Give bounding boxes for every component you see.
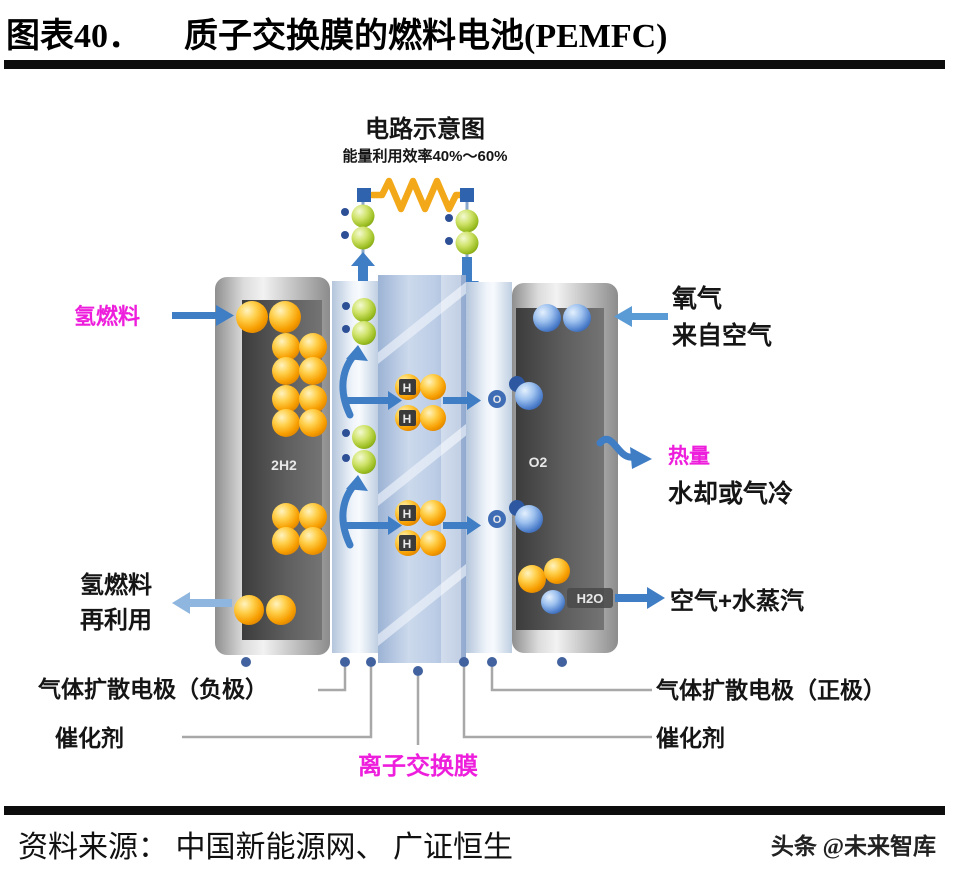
water-molecule: H2O bbox=[518, 558, 613, 614]
circuit-subtitle: 能量利用效率40%～60% bbox=[342, 147, 507, 165]
catalyst-right-label: 催化剂 bbox=[656, 725, 725, 751]
cathode-gas-strip bbox=[466, 282, 512, 653]
electron-up-curve-head-1 bbox=[346, 345, 368, 361]
oxygen-atom-1 bbox=[509, 376, 543, 410]
oxygen-label-line1: 氧气 bbox=[671, 284, 722, 313]
proton-row-4: H bbox=[395, 530, 446, 556]
cathode-gde-label: 气体扩散电极（正极） bbox=[655, 677, 886, 703]
o-ion-marker-2: O bbox=[488, 510, 506, 528]
proton-arrow-group-1 bbox=[345, 391, 481, 410]
hydrogen-reuse-label-line2: 再利用 bbox=[80, 607, 152, 634]
figure-title: 质子交换膜的燃料电池(PEMFC) bbox=[184, 18, 668, 55]
hydrogen-molecule-cluster-1 bbox=[272, 333, 327, 385]
anode-gde-label: 气体扩散电极（负极） bbox=[37, 676, 268, 702]
connector-lines bbox=[182, 667, 652, 745]
watermark-text: 头条 @未来智库 bbox=[770, 834, 936, 859]
hydrogen-molecule-inlet bbox=[236, 301, 301, 333]
exhaust-arrow bbox=[615, 587, 665, 609]
channel-h2-label: 2H2 bbox=[271, 457, 297, 473]
connector-dots bbox=[241, 657, 567, 676]
membrane-label: 离子交换膜 bbox=[358, 752, 478, 780]
fuel-cell-diagram: 电路示意图 能量利用效率40%～60% bbox=[37, 115, 886, 780]
proton-row-1: H bbox=[395, 374, 446, 400]
hydrogen-fuel-label: 氢燃料 bbox=[74, 304, 140, 329]
catalyst-left-label: 催化剂 bbox=[55, 725, 124, 751]
electron-pair-wire-right bbox=[445, 209, 479, 255]
h-ion-label: H bbox=[403, 381, 412, 395]
circuit-title: 电路示意图 bbox=[365, 115, 485, 143]
hydrogen-molecule-outlet bbox=[234, 595, 296, 625]
oxygen-in-arrow bbox=[614, 306, 668, 327]
hydrogen-reuse-arrow bbox=[172, 592, 232, 614]
footer-divider bbox=[4, 806, 945, 815]
electron-up-curve-head-2 bbox=[346, 475, 368, 491]
figure-header: 图表40． 质子交换膜的燃料电池(PEMFC) bbox=[6, 8, 668, 57]
title-divider bbox=[4, 60, 945, 69]
oxygen-label-line2: 来自空气 bbox=[672, 321, 772, 350]
electron-pair-wire-left bbox=[341, 204, 375, 250]
cooling-label: 水却或气冷 bbox=[668, 479, 793, 508]
channel-o2-label: O2 bbox=[529, 454, 548, 470]
oxygen-atom-2 bbox=[509, 500, 543, 533]
proton-row-3: H bbox=[395, 500, 446, 526]
electron-pair-strip-1 bbox=[342, 298, 376, 345]
h-ion-label: H bbox=[403, 412, 412, 426]
oxygen-molecule-inlet bbox=[533, 304, 591, 332]
membrane bbox=[378, 275, 466, 663]
o-ion-label: O bbox=[493, 514, 502, 526]
proton-row-2: H bbox=[395, 405, 446, 431]
resistor-icon bbox=[368, 177, 470, 213]
source-text: 资料来源： 中国新能源网、 广证恒生 bbox=[18, 831, 513, 864]
electron-pair-strip-2 bbox=[342, 425, 376, 474]
hydrogen-reuse-label-line1: 氢燃料 bbox=[80, 571, 152, 599]
heat-label: 热量 bbox=[668, 444, 710, 468]
proton-arrow-group-2 bbox=[342, 516, 481, 535]
exhaust-label: 空气+水蒸汽 bbox=[670, 587, 804, 615]
h-ion-label: H bbox=[403, 507, 412, 521]
hydrogen-in-arrow bbox=[172, 305, 234, 326]
o-ion-label: O bbox=[493, 394, 502, 406]
electron-up-arrow bbox=[351, 252, 375, 290]
figure-number: 图表40． bbox=[6, 18, 142, 55]
o-ion-marker-1: O bbox=[488, 390, 506, 408]
heat-arrow bbox=[596, 436, 652, 469]
h-ion-label: H bbox=[403, 537, 412, 551]
h2o-badge: H2O bbox=[577, 591, 604, 606]
hydrogen-molecule-cluster-3 bbox=[272, 503, 327, 555]
hydrogen-molecule-cluster-2 bbox=[272, 385, 327, 437]
